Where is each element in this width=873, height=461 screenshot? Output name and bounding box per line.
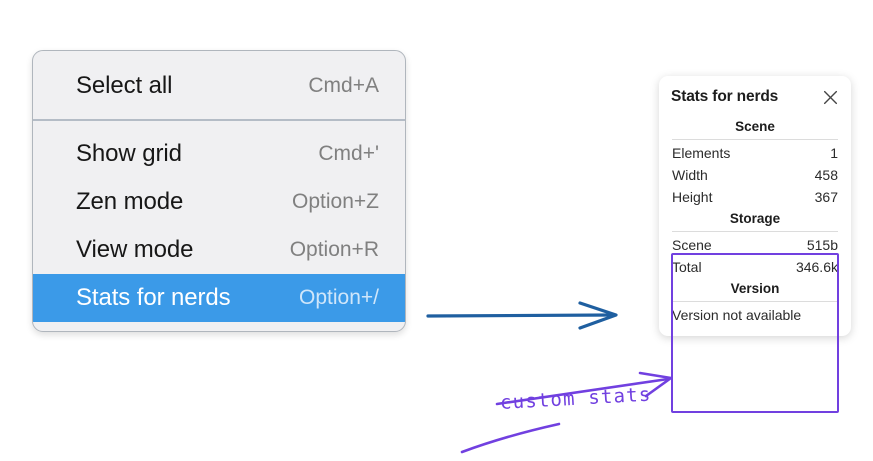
menu-item-shortcut: Cmd+' [318, 142, 379, 165]
section-heading: Storage [729, 211, 781, 226]
stat-value: 515b [806, 237, 838, 253]
menu-item-shortcut: Option+Z [292, 190, 379, 213]
menu-item-select-all[interactable]: Select all Cmd+A [33, 62, 405, 110]
stats-panel-header: Stats for nerds [671, 88, 839, 106]
version-note: Version not available [672, 307, 802, 323]
stat-value: 346.6k [795, 259, 838, 275]
menu-group-1: Select all Cmd+A [33, 51, 405, 119]
section-heading: Scene [735, 119, 775, 134]
stats-section-storage: Storage Scene 515b Total 346.6k [671, 208, 839, 278]
section-divider [672, 301, 838, 302]
stat-row: Width 458 [671, 164, 839, 186]
menu-item-show-grid[interactable]: Show grid Cmd+' [33, 130, 405, 178]
stat-value: 458 [814, 167, 838, 183]
menu-item-zen-mode[interactable]: Zen mode Option+Z [33, 178, 405, 226]
stats-for-nerds-panel: Stats for nerds Scene Elements 1 Width 4… [659, 76, 851, 336]
menu-item-label: Show grid [76, 140, 182, 167]
stat-value: 367 [814, 189, 838, 205]
blue-arrow-annotation [426, 301, 618, 330]
section-divider [672, 231, 838, 232]
stat-key: Scene [672, 237, 712, 253]
menu-item-shortcut: Cmd+A [308, 74, 379, 97]
stat-row: Height 367 [671, 186, 839, 208]
stats-panel-title: Stats for nerds [671, 88, 779, 105]
menu-item-shortcut: Option+R [289, 238, 379, 261]
menu-item-view-mode[interactable]: View mode Option+R [33, 226, 405, 274]
stat-value: 1 [830, 145, 838, 161]
purple-underline-annotation [460, 422, 561, 454]
custom-stats-annotation-label: custom stats [499, 383, 653, 414]
menu-group-2: Show grid Cmd+' Zen mode Option+Z View m… [33, 121, 405, 322]
stats-section-version: Version Version not available [671, 278, 839, 326]
stat-key: Total [672, 259, 702, 275]
menu-item-shortcut: Option+/ [299, 286, 379, 309]
menu-item-label: Select all [76, 72, 173, 99]
stat-row: Elements 1 [671, 142, 839, 164]
stat-key: Height [672, 189, 713, 205]
menu-item-stats-for-nerds[interactable]: Stats for nerds Option+/ [33, 274, 405, 322]
section-heading: Version [730, 281, 780, 296]
canvas-context-menu[interactable]: Select all Cmd+A Show grid Cmd+' Zen mod… [32, 50, 406, 332]
menu-divider [33, 119, 405, 121]
stat-row: Scene 515b [671, 234, 839, 256]
section-divider [672, 139, 838, 140]
stat-key: Width [672, 167, 708, 183]
stat-key: Elements [672, 145, 731, 161]
stat-row: Total 346.6k [671, 256, 839, 278]
menu-item-label: Stats for nerds [76, 284, 231, 311]
menu-item-label: View mode [76, 236, 194, 263]
stats-section-scene: Scene Elements 1 Width 458 Height 367 [671, 116, 839, 208]
close-icon[interactable] [822, 89, 839, 106]
menu-item-label: Zen mode [76, 188, 184, 215]
